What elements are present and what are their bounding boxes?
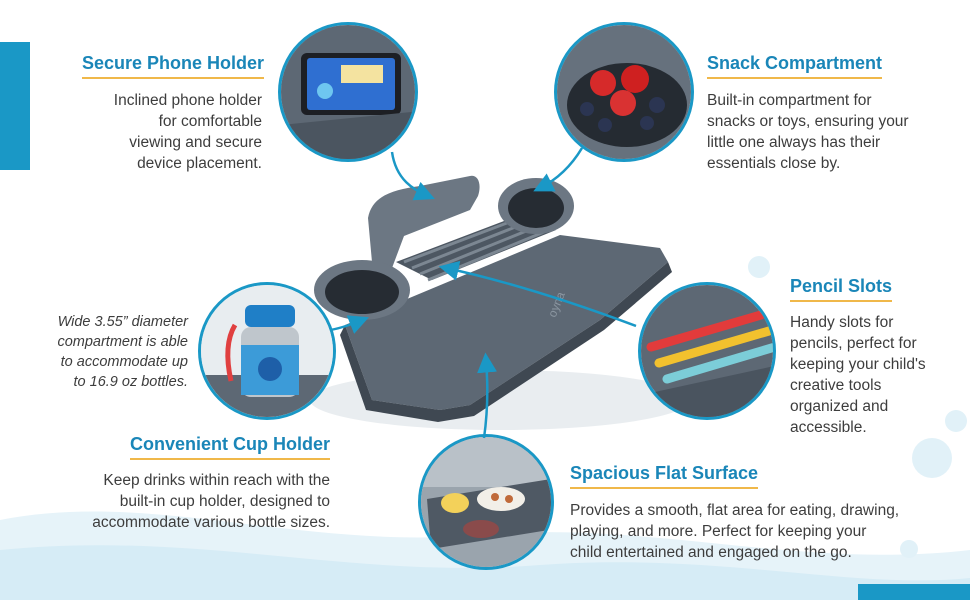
phone-holder <box>368 175 480 268</box>
accent-bar-left <box>0 42 30 170</box>
decorative-bubble <box>748 256 770 278</box>
pencil-slot <box>411 220 529 270</box>
phone-holder-photo <box>278 22 418 162</box>
strawberry-icon <box>557 25 691 159</box>
flat-surface-photo <box>418 434 554 570</box>
cup-holder-description: Keep drinks within reach with the built-… <box>92 472 330 531</box>
flat-surface-heading: Spacious Flat Surface <box>570 462 759 489</box>
decorative-bubble <box>945 410 967 432</box>
snack-compartment-photo <box>554 22 694 162</box>
cup-holder-photo <box>198 282 336 420</box>
phone-holder-description: Inclined phone holder for comfortable vi… <box>113 92 262 172</box>
phone-holder-heading: Secure Phone Holder <box>82 52 265 79</box>
snack-compartment-heading: Snack Compartment <box>707 52 883 79</box>
flat-surface-description: Provides a smooth, flat area for eating,… <box>570 502 900 561</box>
snack-compartment-description: Built-in compartment for snacks or toys,… <box>707 92 909 172</box>
decorative-bubble <box>912 438 952 478</box>
snack-plate-icon <box>421 437 551 567</box>
cup-diameter-note: Wide 3.55” diameter compartment is able … <box>57 314 188 390</box>
bottle-icon <box>201 285 333 417</box>
decorative-bubble <box>900 540 918 558</box>
phone-icon <box>281 25 415 159</box>
accent-bar-bottom <box>858 584 970 600</box>
pencil-icon <box>641 285 773 417</box>
pencil-slots-heading: Pencil Slots <box>790 275 893 302</box>
pencil-slots-description: Handy slots for pencils, perfect for kee… <box>790 314 926 436</box>
pencil-slot <box>403 216 521 264</box>
cup-holder-heading: Convenient Cup Holder <box>129 433 330 460</box>
pencil-slots-photo <box>638 282 776 420</box>
